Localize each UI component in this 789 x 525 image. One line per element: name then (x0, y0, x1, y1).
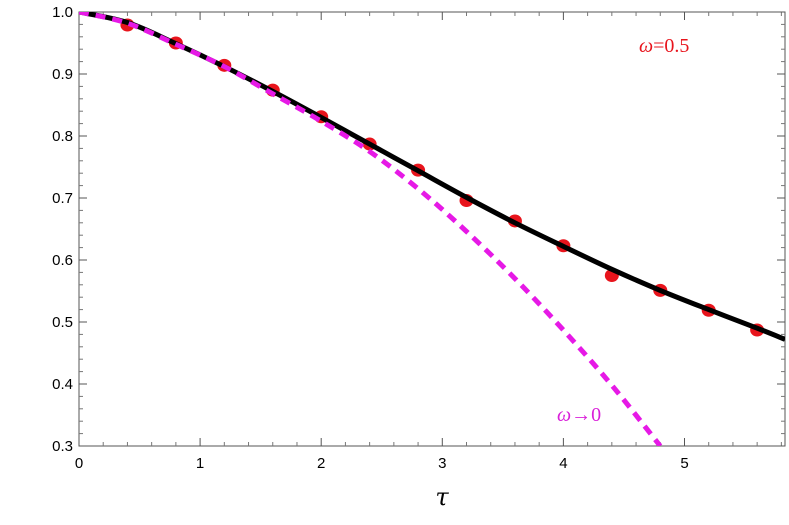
x-tick-label: 0 (75, 455, 83, 472)
annotation-symbol: ω (557, 404, 571, 426)
x-tick-label: 3 (438, 455, 446, 472)
plot-series (79, 12, 785, 446)
y-tick-label: 0.5 (52, 314, 73, 331)
y-tick-label: 0.9 (52, 66, 73, 83)
x-tick-label: 5 (680, 455, 688, 472)
y-tick-label: 0.6 (52, 252, 73, 269)
annotation-text: →0 (571, 404, 601, 426)
plot-frame (78, 11, 786, 447)
y-tick-label: 0.4 (52, 376, 73, 393)
annotation-text: =0.5 (653, 35, 689, 57)
plot-frame-box (78, 11, 786, 447)
y-tick-label: 0.7 (52, 190, 73, 207)
annotation-symbol: ω (639, 35, 653, 57)
x-tick-label: 1 (196, 455, 204, 472)
plot-annotations: ω=0.5ω→0 (557, 35, 689, 426)
x-tick-label: 2 (317, 455, 325, 472)
series-line-omega-0.5 (79, 12, 785, 342)
series-line-omega-0 (79, 12, 663, 446)
y-tick-label: 1.0 (52, 4, 73, 21)
x-tick-label: 4 (559, 455, 567, 472)
x-axis-title: τ (435, 483, 449, 511)
axis-ticks: 0 1 2 3 4 5 0.3 0.4 0.5 0.6 0.7 0.8 0.9 1.0 τ (52, 4, 785, 511)
annotation-label: ω=0.5 (639, 35, 689, 57)
y-tick-label: 0.8 (52, 128, 73, 145)
y-tick-label: 0.3 (52, 438, 73, 455)
annotation-label: ω→0 (557, 404, 601, 426)
